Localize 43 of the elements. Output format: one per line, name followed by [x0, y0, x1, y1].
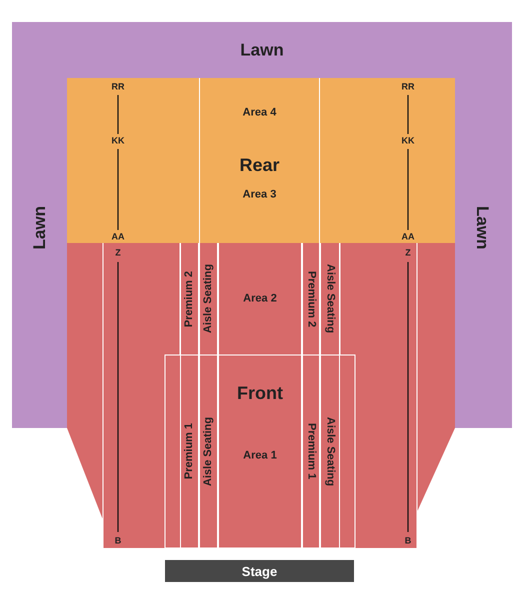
row-label: RR — [112, 82, 124, 92]
seating-section — [302, 355, 320, 548]
area-label: Lawn — [474, 206, 491, 250]
seating-section — [67, 243, 455, 548]
seating-section — [67, 78, 455, 243]
seating-section — [218, 355, 302, 548]
row-label: Z — [115, 248, 121, 258]
row-label: KK — [112, 136, 124, 146]
section-heading: Rear — [239, 156, 280, 174]
section-heading: Front — [237, 384, 283, 402]
section-label: Area 4 — [242, 108, 276, 118]
section-label: Area 2 — [243, 294, 277, 304]
seating-section — [180, 355, 199, 548]
section-label: Premium 1 — [184, 423, 195, 480]
row-label: RR — [402, 82, 414, 92]
seating-section — [218, 243, 302, 355]
seating-section — [199, 243, 218, 355]
row-label: KK — [402, 136, 414, 146]
section-label: Premium 2 — [184, 270, 195, 328]
row-label: B — [114, 536, 122, 546]
section-label: Premium 2 — [306, 270, 316, 328]
section-label: Aisle Seating — [203, 416, 214, 486]
section-label: Aisle Seating — [324, 264, 336, 334]
seating-section — [320, 355, 340, 548]
section-label: Aisle Seating — [203, 264, 214, 334]
seating-section — [199, 78, 320, 147]
section-label: Area 3 — [242, 190, 276, 200]
area-label: Lawn — [31, 206, 48, 250]
area-label: Lawn — [240, 42, 284, 58]
section-label: Aisle Seating — [324, 416, 336, 486]
row-label: B — [404, 536, 412, 546]
stage-bar — [165, 560, 354, 582]
seating-section — [180, 243, 199, 355]
seating-section — [199, 355, 218, 548]
seating-section — [302, 243, 320, 355]
row-label: AA — [402, 232, 414, 242]
seating-section — [165, 355, 355, 548]
section-label: Premium 1 — [306, 423, 316, 480]
row-label: Z — [405, 248, 411, 258]
stage-label: Stage — [242, 564, 278, 578]
seating-section — [320, 243, 340, 355]
row-label: AA — [112, 232, 124, 242]
section-label: Area 1 — [243, 450, 277, 462]
